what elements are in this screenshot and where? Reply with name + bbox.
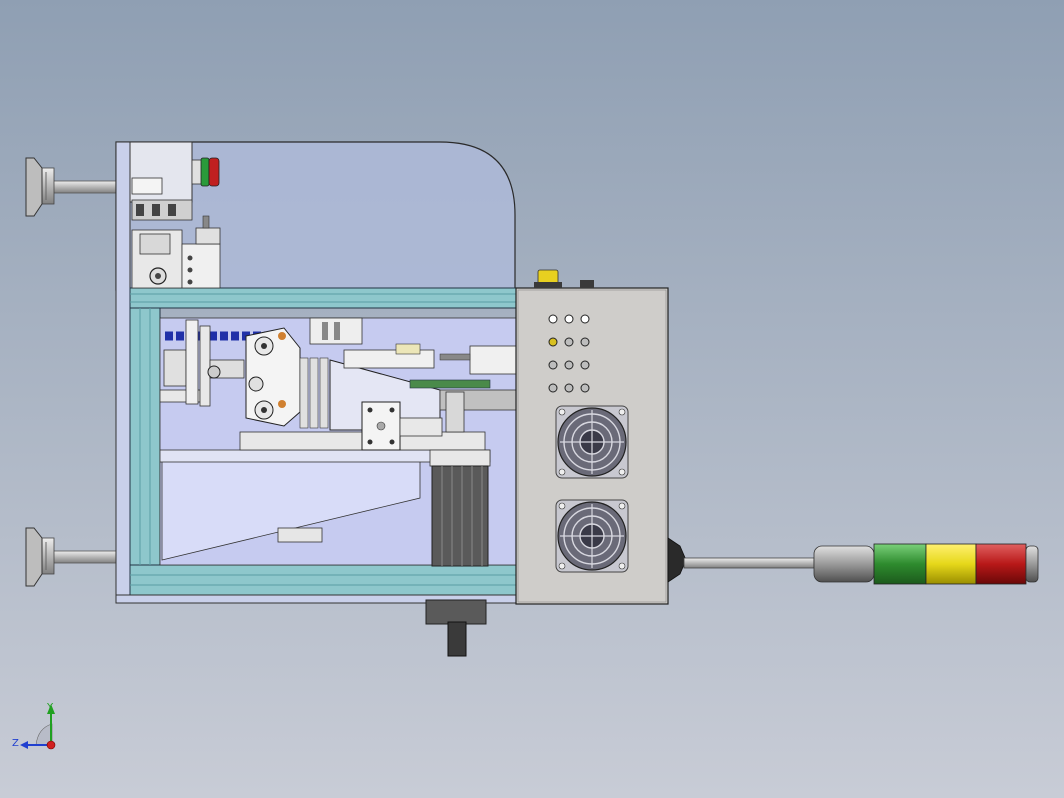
z-axis-label: Z — [12, 738, 19, 749]
leveling-foot-bottom[interactable] — [25, 527, 117, 587]
left-column — [129, 307, 161, 566]
side-plate — [115, 141, 131, 603]
processing-mechanism[interactable] — [159, 317, 517, 451]
x-axis-dot — [46, 740, 56, 750]
fan-icon — [555, 405, 629, 479]
servo-motor[interactable] — [425, 449, 491, 657]
emergency-stop-button[interactable] — [191, 157, 220, 187]
feeder-module[interactable] — [129, 141, 221, 289]
lower-frame-rail — [129, 564, 517, 596]
cabinet-top-button[interactable] — [534, 269, 562, 288]
signal-tower-icon[interactable] — [667, 537, 1039, 585]
y-axis-label: Y — [46, 702, 54, 713]
fan-icon — [555, 499, 629, 573]
electrical-cabinet[interactable] — [515, 269, 669, 605]
signal-light-yellow — [925, 543, 977, 585]
upper-frame-rail — [129, 287, 517, 309]
signal-light-red — [975, 543, 1027, 585]
signal-light-green — [873, 543, 927, 585]
indicator-lamp-panel[interactable] — [548, 314, 590, 393]
axis-triad[interactable]: Y Z — [12, 702, 56, 750]
